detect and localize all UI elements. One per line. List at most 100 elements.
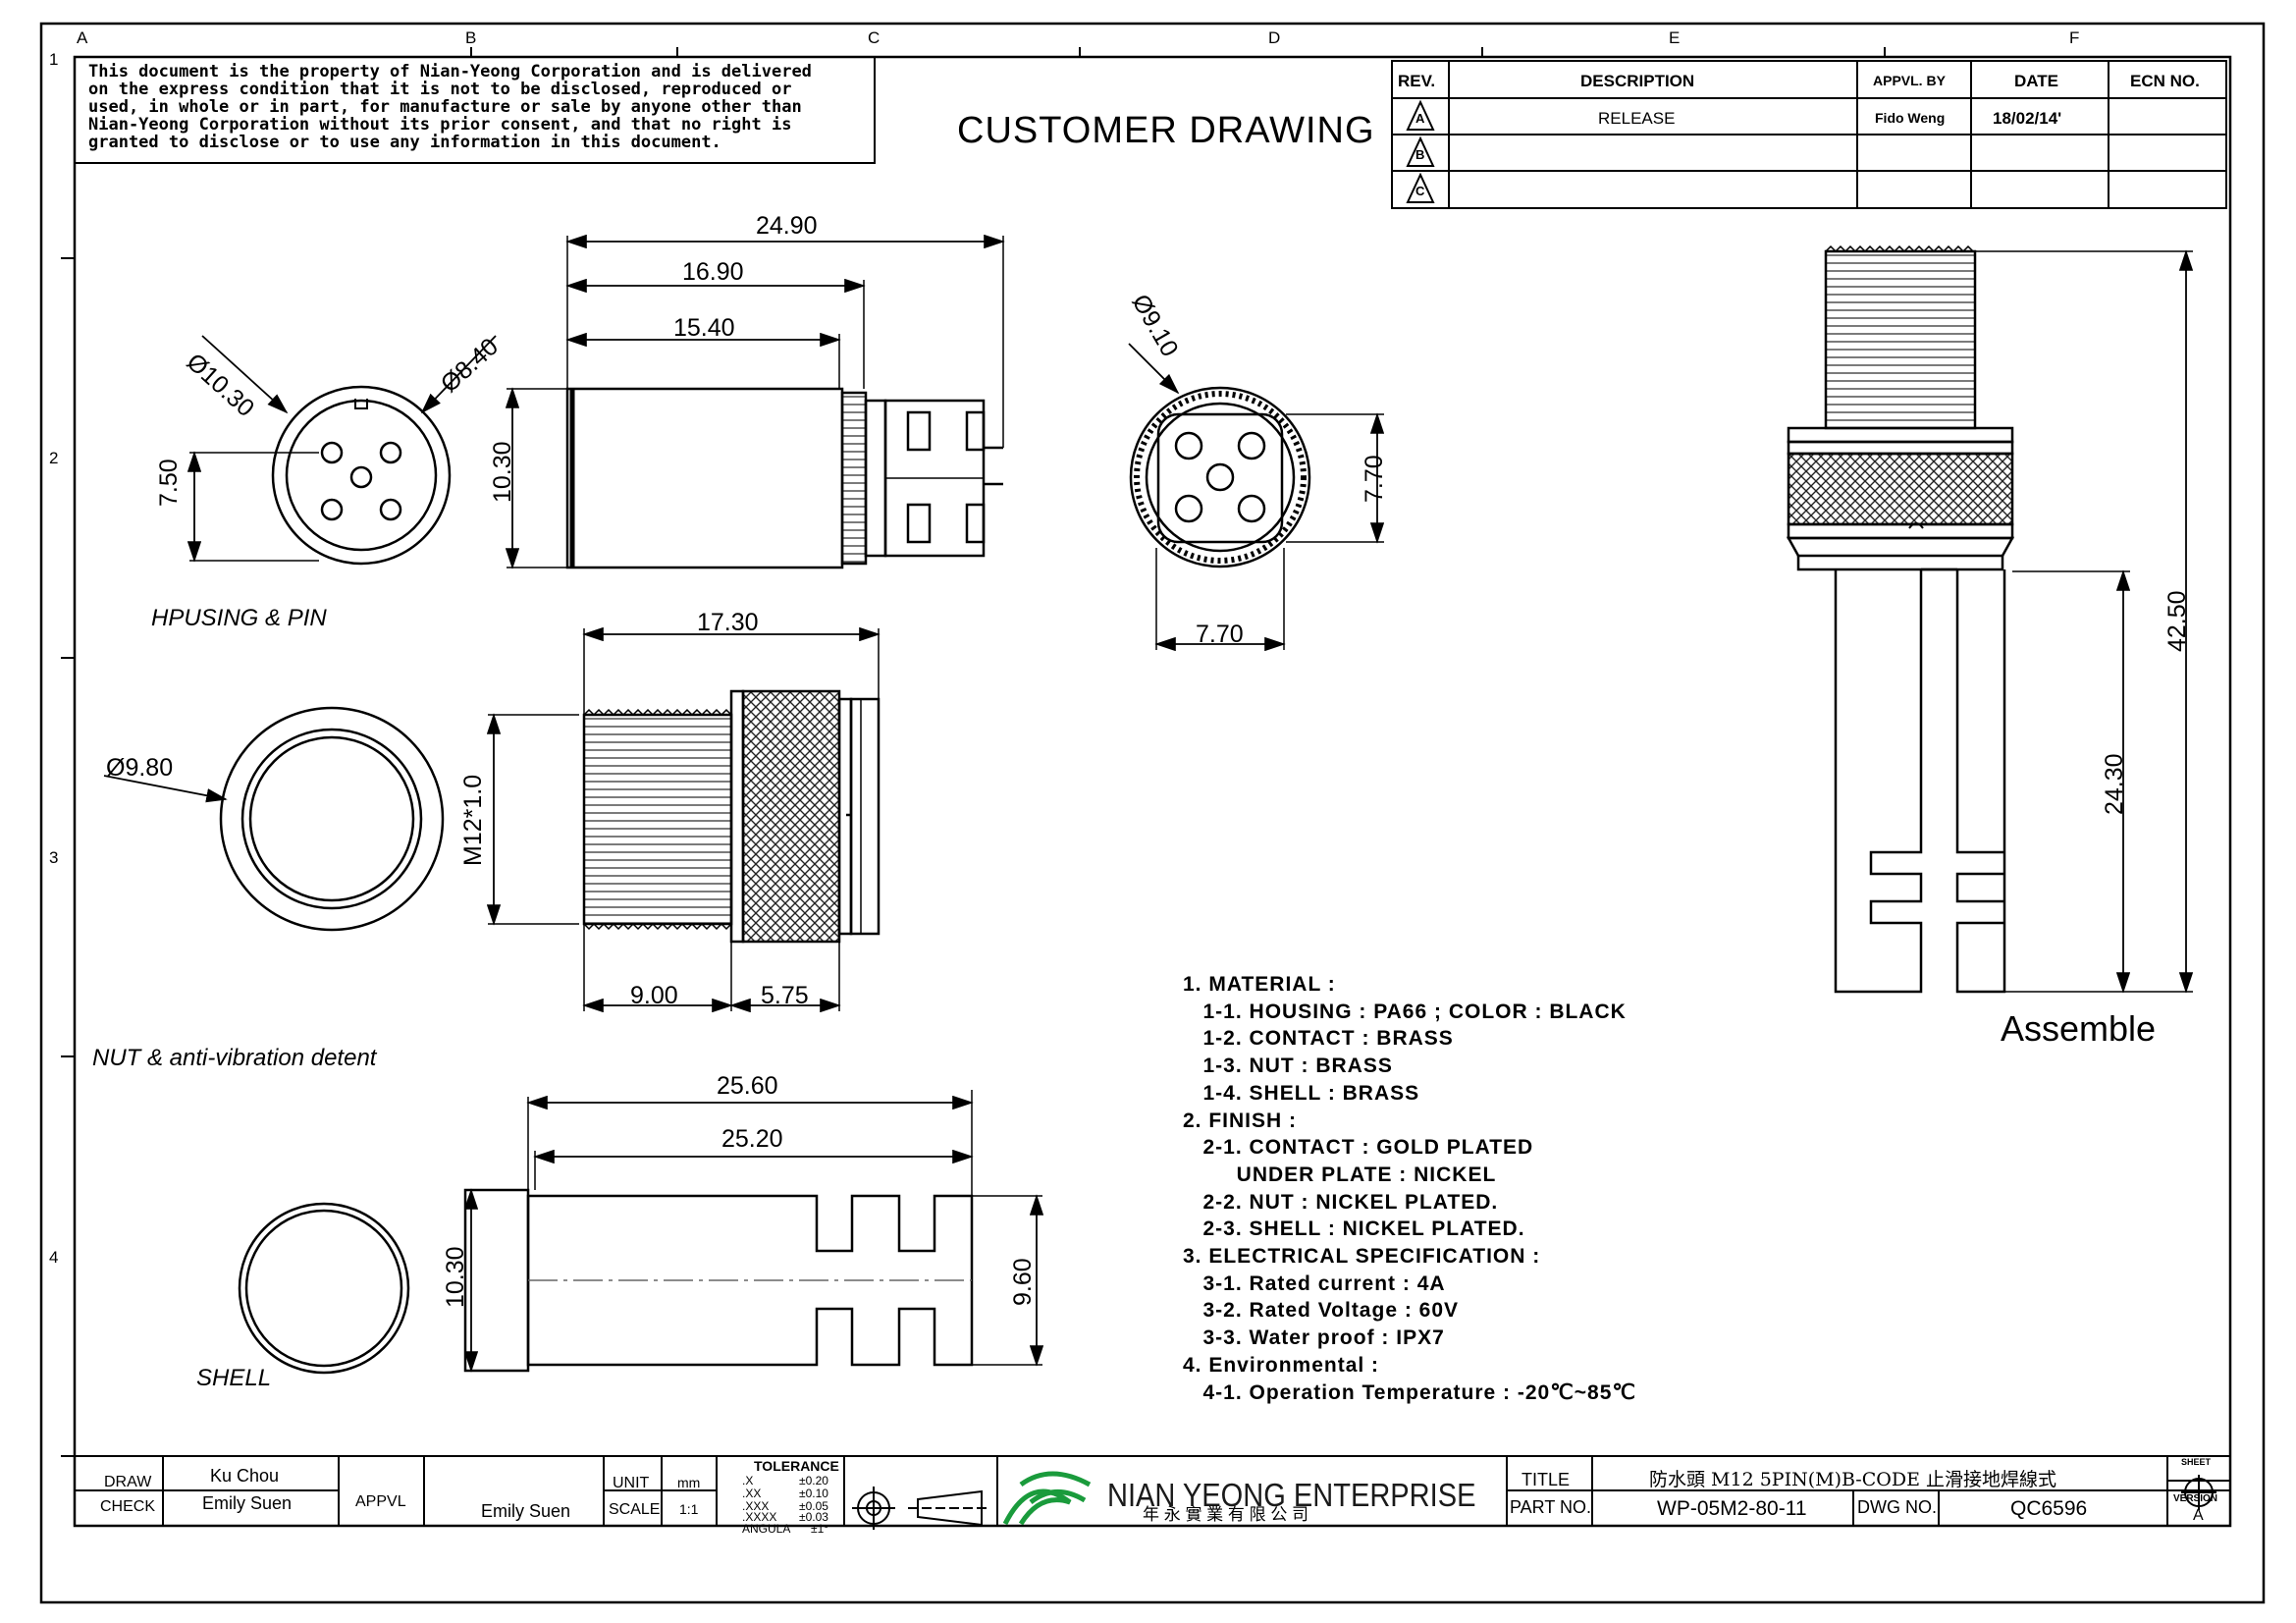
dim-shell-height-left: 10.30 [442,1246,469,1308]
scale-value: 1:1 [679,1501,699,1517]
dim-assembly-total: 42.50 [2163,590,2191,652]
spec-line: 2-2. NUT : NICKEL PLATED. [1183,1190,1499,1214]
tolerance-key: .XX [742,1487,762,1500]
part-no-label: PART NO. [1510,1497,1592,1517]
version-value: A [2193,1507,2204,1524]
tolerance-value: ±1° [811,1522,829,1536]
unit-label: UNIT [613,1475,650,1491]
dim-nut-length: 17.30 [697,609,759,636]
spec-line: 1-2. CONTACT : BRASS [1183,1027,1454,1051]
appvl-value: Emily Suen [481,1501,571,1521]
check-value: Emily Suen [202,1493,293,1513]
appvl-label: APPVL [355,1493,406,1510]
notice-line: used, in whole or in part, for manufactu… [88,97,802,117]
tolerance-key: .XXXX [742,1510,777,1524]
version-label: VERSION [2173,1493,2218,1504]
rev-b-mark: B [1415,147,1425,162]
sheet-symbol [2181,1475,2216,1510]
dim-front-width: 7.70 [1196,621,1244,648]
rev-header-date: DATE [2014,72,2059,90]
grid-col-F: F [2069,28,2080,47]
tolerance-value: ±0.20 [799,1474,828,1488]
spec-line: 1-4. SHELL : BRASS [1183,1081,1420,1105]
part-no-value: WP-05M2-80-11 [1657,1497,1807,1520]
grid-col-C: C [868,28,881,47]
grid-ticks [61,47,1886,1457]
rev-header-appvl: APPVL. BY [1873,73,1946,88]
spec-line: 3-2. Rated Voltage : 60V [1183,1299,1460,1323]
dim-side-len-short: 15.40 [673,314,735,342]
dim-housing-pin-height: 7.50 [155,459,183,507]
company-logo [1002,1471,1092,1526]
tolerance-key: .X [742,1474,754,1488]
dim-nut-dia: Ø9.80 [106,754,174,782]
spec-line: 3. ELECTRICAL SPECIFICATION : [1183,1245,1541,1269]
dim-side-len-mid: 16.90 [682,258,744,286]
title-label: TITLE [1522,1470,1571,1489]
check-label: CHECK [100,1498,156,1515]
sheet-label: SHEET [2181,1457,2212,1467]
tolerance-key: ANGULA [742,1522,791,1536]
rev-c-mark: C [1415,184,1425,198]
grid-col-A: A [77,28,88,47]
revision-table-grid [1391,60,2227,209]
notice-line: granted to disclose or to use any inform… [88,133,721,152]
spec-line: 4-1. Operation Temperature : -20℃~85℃ [1183,1380,1636,1404]
grid-row-4: 4 [49,1248,59,1267]
front-view [1128,343,1385,652]
spec-line: 1. MATERIAL : [1183,973,1336,996]
housing-end-view [187,335,497,566]
housing-side-view [505,234,1005,569]
dim-shell-height-right: 9.60 [1009,1258,1037,1306]
dim-nut-knurl-length: 5.75 [761,982,809,1009]
spec-line: 2. FINISH : [1183,1109,1298,1132]
rev-a-date: 18/02/14' [1993,109,2062,128]
grid-col-E: E [1669,28,1681,47]
rev-header-rev: REV. [1398,72,1436,90]
draw-value: Ku Chou [210,1466,280,1486]
dim-side-height: 10.30 [489,441,516,503]
shell-side-view [463,1090,1044,1373]
company-name-zh: 年 永 實 業 有 限 公 司 [1143,1505,1309,1524]
dim-shell-length-inner: 25.20 [721,1125,783,1153]
scale-label: SCALE [609,1501,661,1518]
dim-nut-thread-length: 9.00 [630,982,678,1009]
spec-line: 2-1. CONTACT : GOLD PLATED [1183,1136,1534,1160]
grid-row-2: 2 [49,449,59,467]
spec-line: 1-1. HOUSING : PA66 ; COLOR : BLACK [1183,1000,1627,1023]
spec-line: 1-3. NUT : BRASS [1183,1055,1393,1078]
title-value: 防水頭 M12 5PIN(M)B-CODE 止滑接地焊線式 [1649,1469,2056,1490]
rev-header-ecn: ECN NO. [2130,72,2200,90]
tolerance-title: TOLERANCE [754,1458,839,1474]
rev-a-appvl: Fido Weng [1875,110,1946,126]
spec-line: 4. Environmental : [1183,1353,1380,1377]
dim-shell-length-total: 25.60 [717,1072,778,1100]
nut-side-view [486,626,881,1013]
dim-nut-thread: M12*1.0 [459,774,487,866]
specification-notes: 1. MATERIAL : 1-1. HOUSING : PA66 ; COLO… [1183,971,1636,1406]
dwg-no-label: DWG NO. [1857,1497,1937,1517]
tolerance-value: ±0.03 [799,1510,828,1524]
dim-assembly-body: 24.30 [2101,753,2128,815]
caption-shell: SHELL [196,1365,272,1391]
title-block-grid [74,1455,2231,1527]
company-name-en: NIAN YEONG ENTERPRISE [1107,1477,1476,1513]
spec-line: 3-1. Rated current : 4A [1183,1271,1446,1295]
unit-value: mm [677,1475,701,1490]
rev-header-description: DESCRIPTION [1580,72,1695,90]
tolerance-key: .XXX [742,1499,770,1513]
caption-nut: NUT & anti-vibration detent [92,1045,377,1071]
drawing-title: CUSTOMER DRAWING [957,110,1375,151]
rev-a-description: RELEASE [1598,109,1676,128]
grid-row-3: 3 [49,848,59,867]
spec-line: UNDER PLATE : NICKEL [1183,1163,1497,1186]
notice-line: on the express condition that it is not … [88,80,792,99]
nut-end-view [103,706,445,932]
spec-line: 2-3. SHELL : NICKEL PLATED. [1183,1217,1525,1241]
caption-housing: HPUSING & PIN [151,605,327,631]
grid-col-D: D [1268,28,1281,47]
shell-end-view [238,1202,410,1375]
rev-a-mark: A [1415,111,1425,126]
dim-front-height: 7.70 [1361,455,1388,503]
